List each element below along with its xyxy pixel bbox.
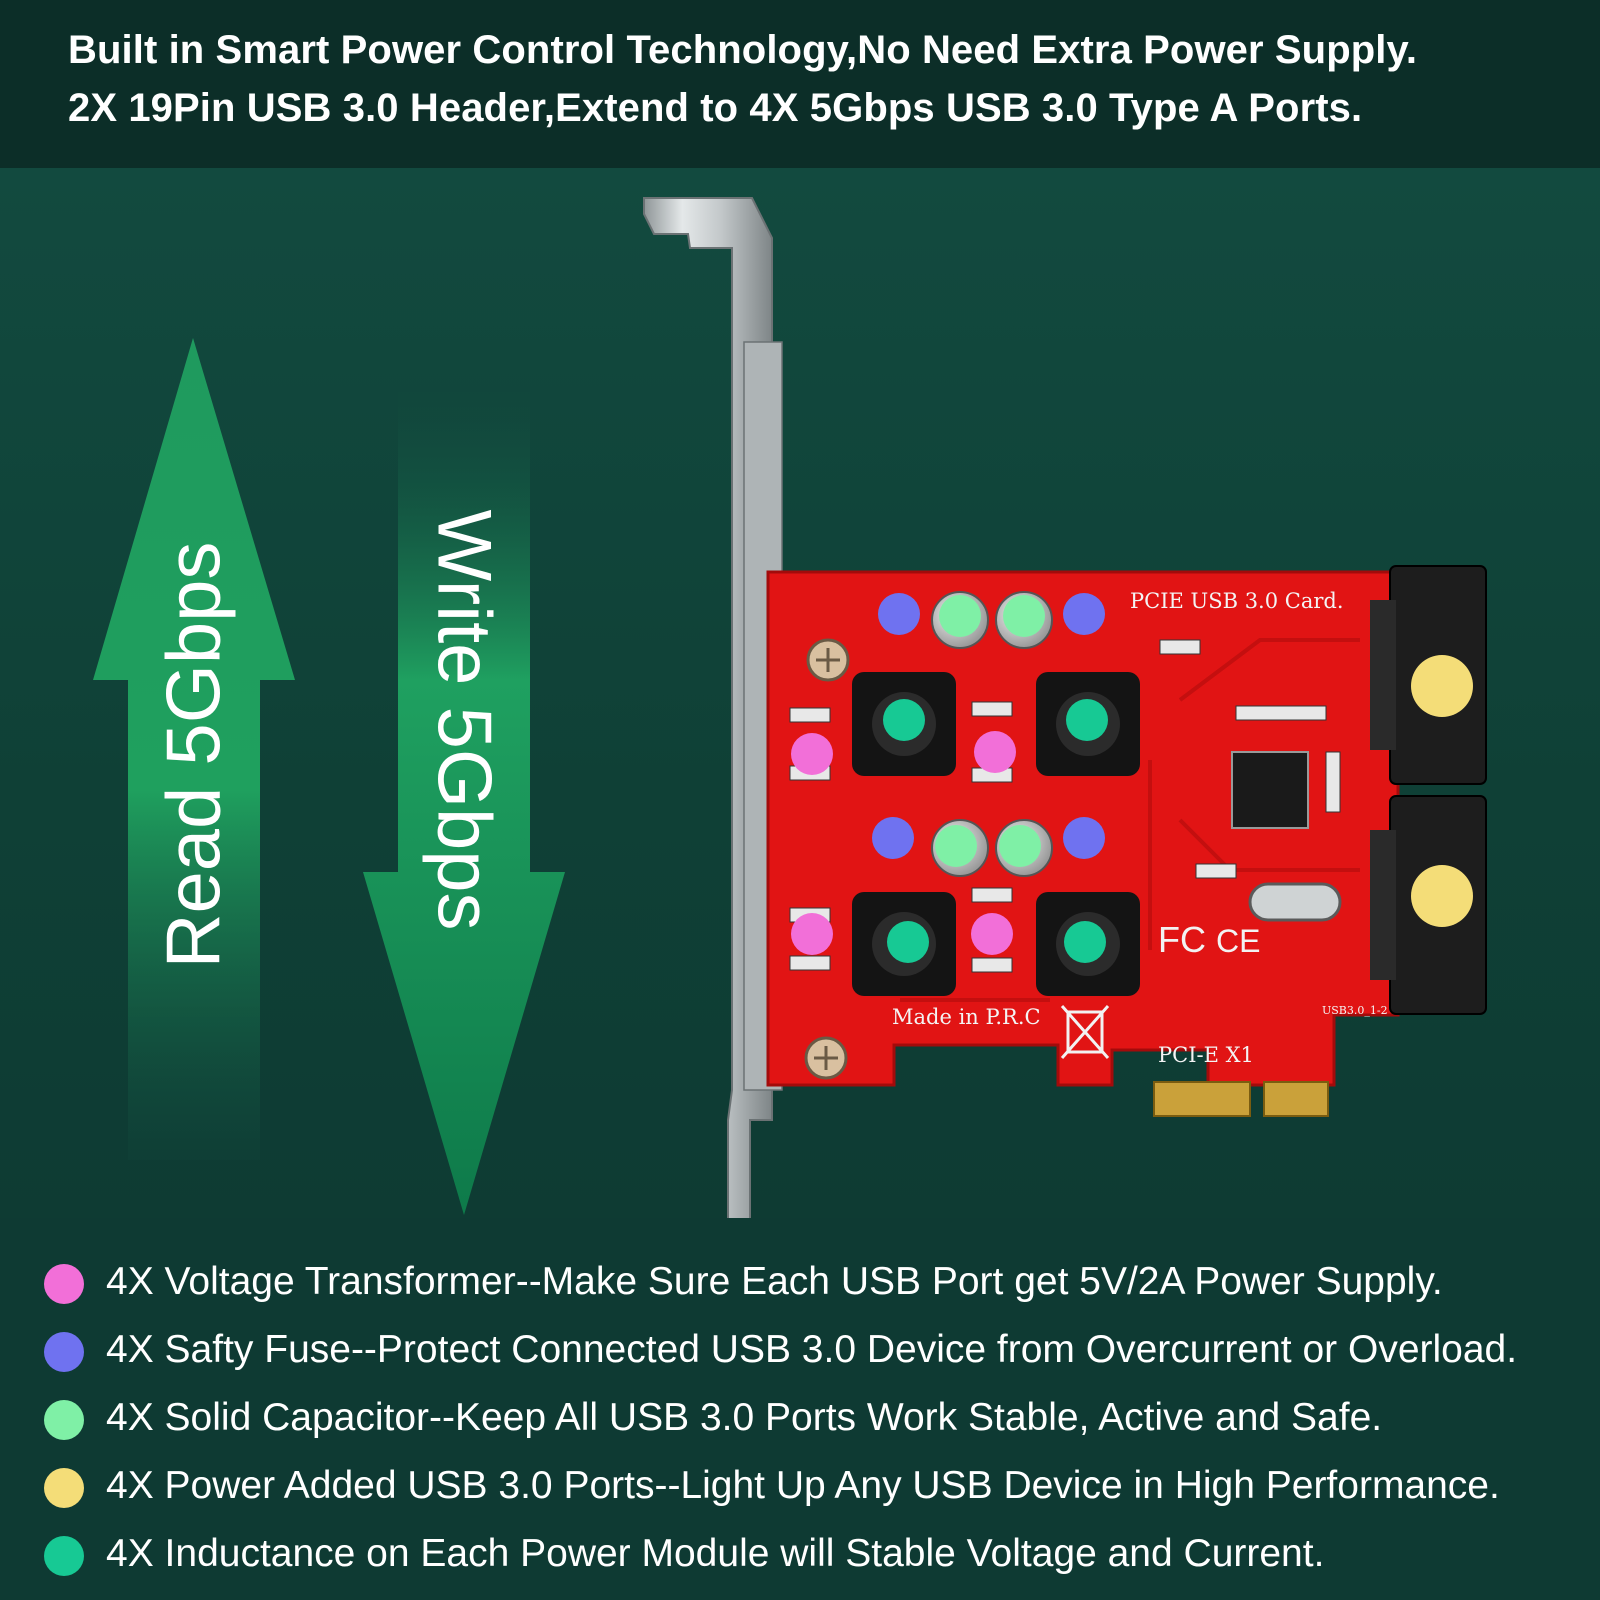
fuse-marker [1063,593,1105,635]
fuse-marker [872,817,914,859]
teal-dot-icon [44,1536,84,1576]
screw-bottom-icon [804,1036,848,1080]
header-line-1: Built in Smart Power Control Technology,… [68,28,1418,72]
feature-item-inductance: 4X Inductance on Each Power Module will … [44,1530,1594,1580]
origin-silk: Made in P.R.C [892,1005,1041,1029]
capacitor-marker [999,825,1041,867]
yellow-dot-icon [44,1468,84,1508]
write-arrow-icon [363,392,565,1215]
pink-dot-icon [44,1264,84,1304]
feature-item-voltage-transformer: 4X Voltage Transformer--Make Sure Each U… [44,1258,1594,1308]
inductance-marker [887,921,929,963]
mounting-bracket [643,197,783,1253]
feature-text: 4X Solid Capacitor--Keep All USB 3.0 Por… [106,1396,1383,1439]
feature-text: 4X Inductance on Each Power Module will … [106,1532,1325,1575]
usb-port-marker [1411,865,1473,927]
inductance-marker [883,699,925,741]
capacitor-marker [1003,595,1045,637]
capacitor-marker [935,825,977,867]
weee-bin-icon [1060,1005,1110,1059]
fuse-marker [1063,817,1105,859]
slot-silk: PCI-E X1 [1158,1043,1254,1067]
transformer-marker [791,733,833,775]
screw-top-icon [806,638,850,682]
header-banner: Built in Smart Power Control Technology,… [0,0,1600,168]
fuse-marker [878,593,920,635]
feature-text: 4X Power Added USB 3.0 Ports--Light Up A… [106,1464,1500,1507]
feature-item-usb-ports: 4X Power Added USB 3.0 Ports--Light Up A… [44,1462,1594,1512]
feature-item-safety-fuse: 4X Safty Fuse--Protect Connected USB 3.0… [44,1326,1594,1376]
transformer-marker [971,913,1013,955]
mint-dot-icon [44,1400,84,1440]
feature-text: 4X Safty Fuse--Protect Connected USB 3.0… [106,1328,1518,1371]
capacitor-marker [939,595,981,637]
usb-port-marker [1411,655,1473,717]
card-title-silk: PCIE USB 3.0 Card. [1130,589,1344,613]
transformer-marker [791,913,833,955]
transformer-marker [974,731,1016,773]
header-line-2: 2X 19Pin USB 3.0 Header,Extend to 4X 5Gb… [68,86,1363,130]
ce-mark: CE [1216,923,1260,959]
blue-dot-icon [44,1332,84,1372]
read-arrow-icon [93,338,295,1160]
marker-dots [791,593,1473,963]
inductance-marker [1066,699,1108,741]
crystal-oscillator [1248,882,1342,922]
controller-chip [1231,751,1309,829]
fc-mark: FC [1158,919,1206,960]
feature-list: 4X Voltage Transformer--Make Sure Each U… [0,1218,1600,1600]
model-silk: USB3.0_1-2 [1322,1004,1388,1017]
inductance-marker [1064,921,1106,963]
usb-header-bottom [1370,795,1487,1015]
feature-item-solid-capacitor: 4X Solid Capacitor--Keep All USB 3.0 Por… [44,1394,1594,1444]
feature-text: 4X Voltage Transformer--Make Sure Each U… [106,1260,1443,1303]
pcie-gold-contacts [1153,1081,1329,1117]
